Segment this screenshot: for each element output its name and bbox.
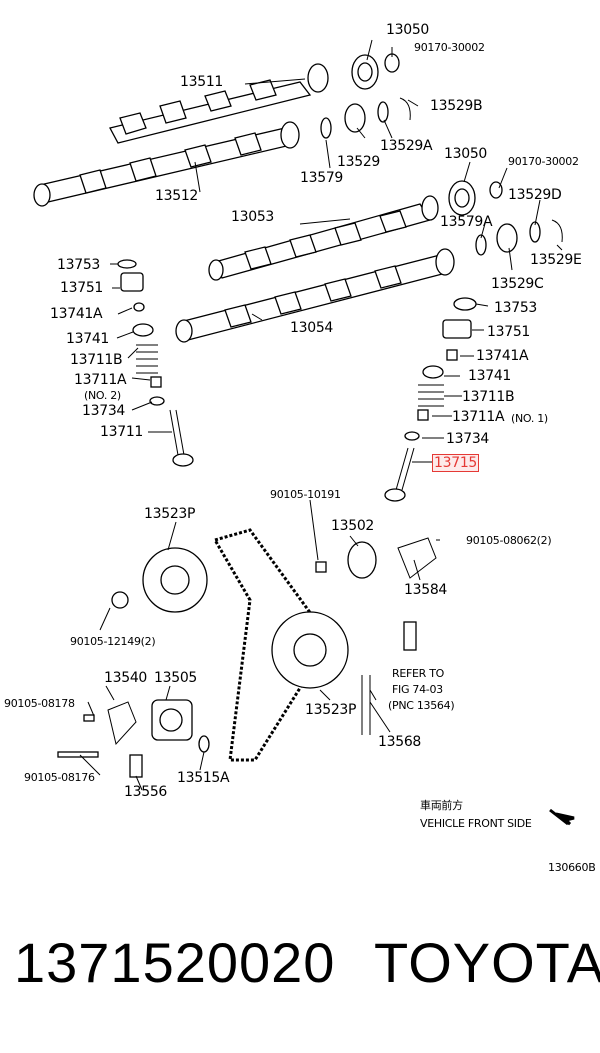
part-label-90105-12149[interactable]: 90105-12149(2)	[70, 635, 156, 648]
figure-code: 130660B	[548, 861, 596, 874]
part-label-13502[interactable]: 13502	[331, 518, 375, 534]
refer-text-line-3: (PNC 13564)	[388, 699, 455, 712]
refer-text-line-1: REFER TO	[392, 667, 444, 680]
part-label-13741[interactable]: 13741	[66, 331, 110, 347]
gear-13050-middle	[448, 180, 563, 256]
part-label-13054[interactable]: 13054	[290, 320, 334, 336]
tensioner-assembly	[57, 699, 210, 778]
part-label-90105-10191[interactable]: 90105-10191	[270, 488, 341, 501]
part-label-13556[interactable]: 13556	[124, 784, 168, 800]
refer-text-line-2: FIG 74-03	[392, 683, 443, 696]
part-label-13579[interactable]: 13579	[300, 170, 344, 186]
part-label-13529D[interactable]: 13529D	[508, 187, 562, 203]
part-label-13579A[interactable]: 13579A	[440, 214, 493, 230]
part-label-13741A[interactable]: 13741A	[476, 348, 529, 364]
vehicle-front-label-jp: 車両前方	[420, 799, 463, 812]
part-label-90105-08176[interactable]: 90105-08176	[24, 771, 95, 784]
vehicle-front-label-en: VEHICLE FRONT SIDE	[420, 817, 532, 830]
part-label-13540[interactable]: 13540	[104, 670, 148, 686]
part-label-13529[interactable]: 13529	[337, 154, 381, 170]
part-label-13584[interactable]: 13584	[404, 582, 448, 598]
timing-belt-assembly	[111, 528, 437, 762]
footer: 1371520020 TOYOTA	[14, 930, 600, 1020]
camshaft-13053	[208, 195, 439, 281]
part-label-13711A[interactable]: 13711A	[74, 372, 127, 388]
part-label-13515A[interactable]: 13515A	[177, 770, 230, 786]
part-label-13734[interactable]: 13734	[446, 431, 490, 447]
part-label-13050[interactable]: 13050	[444, 146, 488, 162]
part-label-13568[interactable]: 13568	[378, 734, 422, 750]
valve-stack-right	[384, 297, 477, 502]
part-label-13711[interactable]: 13711	[100, 424, 144, 440]
part-label-13512[interactable]: 13512	[155, 188, 199, 204]
part-label-90105-08178[interactable]: 90105-08178	[4, 697, 75, 710]
part-label-13523P[interactable]: 13523P	[305, 702, 357, 718]
camshaft-13054	[175, 248, 455, 343]
label-no-1: (NO. 1)	[511, 412, 548, 425]
part-label-13050[interactable]: 13050	[386, 22, 430, 38]
part-label-90105-08062[interactable]: 90105-08062(2)	[466, 534, 552, 547]
parts-diagram: 13050 90170-30002 13511 13529B 13529A 13…	[4, 22, 596, 874]
part-label-13711A[interactable]: 13711A	[452, 409, 505, 425]
part-label-13734[interactable]: 13734	[82, 403, 126, 419]
part-label-13053[interactable]: 13053	[231, 209, 275, 225]
part-label-13753[interactable]: 13753	[494, 300, 538, 316]
label-no-2: (NO. 2)	[84, 389, 121, 402]
part-label-90170-30002[interactable]: 90170-30002	[508, 155, 579, 168]
part-label-90170-30002[interactable]: 90170-30002	[414, 41, 485, 54]
leader-lines	[79, 39, 563, 791]
exploded-view-drawing	[33, 39, 575, 826]
part-label-13523P[interactable]: 13523P	[144, 506, 196, 522]
valve-stack-left	[117, 259, 194, 467]
part-label-13529B[interactable]: 13529B	[430, 98, 483, 114]
part-label-13741A[interactable]: 13741A	[50, 306, 103, 322]
part-label-13711B[interactable]: 13711B	[70, 352, 123, 368]
camshaft-13511	[109, 63, 329, 144]
part-label-13511[interactable]: 13511	[180, 74, 224, 90]
part-label-13753[interactable]: 13753	[57, 257, 101, 273]
part-label-13741[interactable]: 13741	[468, 368, 512, 384]
camshaft-13512	[33, 121, 300, 207]
part-label-13711B[interactable]: 13711B	[462, 389, 515, 405]
part-number: 1371520020	[14, 931, 336, 994]
part-label-13529E[interactable]: 13529E	[530, 252, 582, 268]
part-label-13715-highlighted[interactable]: 13715	[432, 454, 480, 472]
part-label-13505[interactable]: 13505	[154, 670, 198, 686]
brand-name: TOYOTA	[374, 931, 600, 994]
part-label-13529A[interactable]: 13529A	[380, 138, 433, 154]
part-label-13529C[interactable]: 13529C	[491, 276, 544, 292]
part-label-13751[interactable]: 13751	[60, 280, 104, 296]
part-label-13751[interactable]: 13751	[487, 324, 531, 340]
vehicle-front-arrow-icon	[549, 808, 575, 826]
gear-13050-top	[320, 53, 411, 139]
